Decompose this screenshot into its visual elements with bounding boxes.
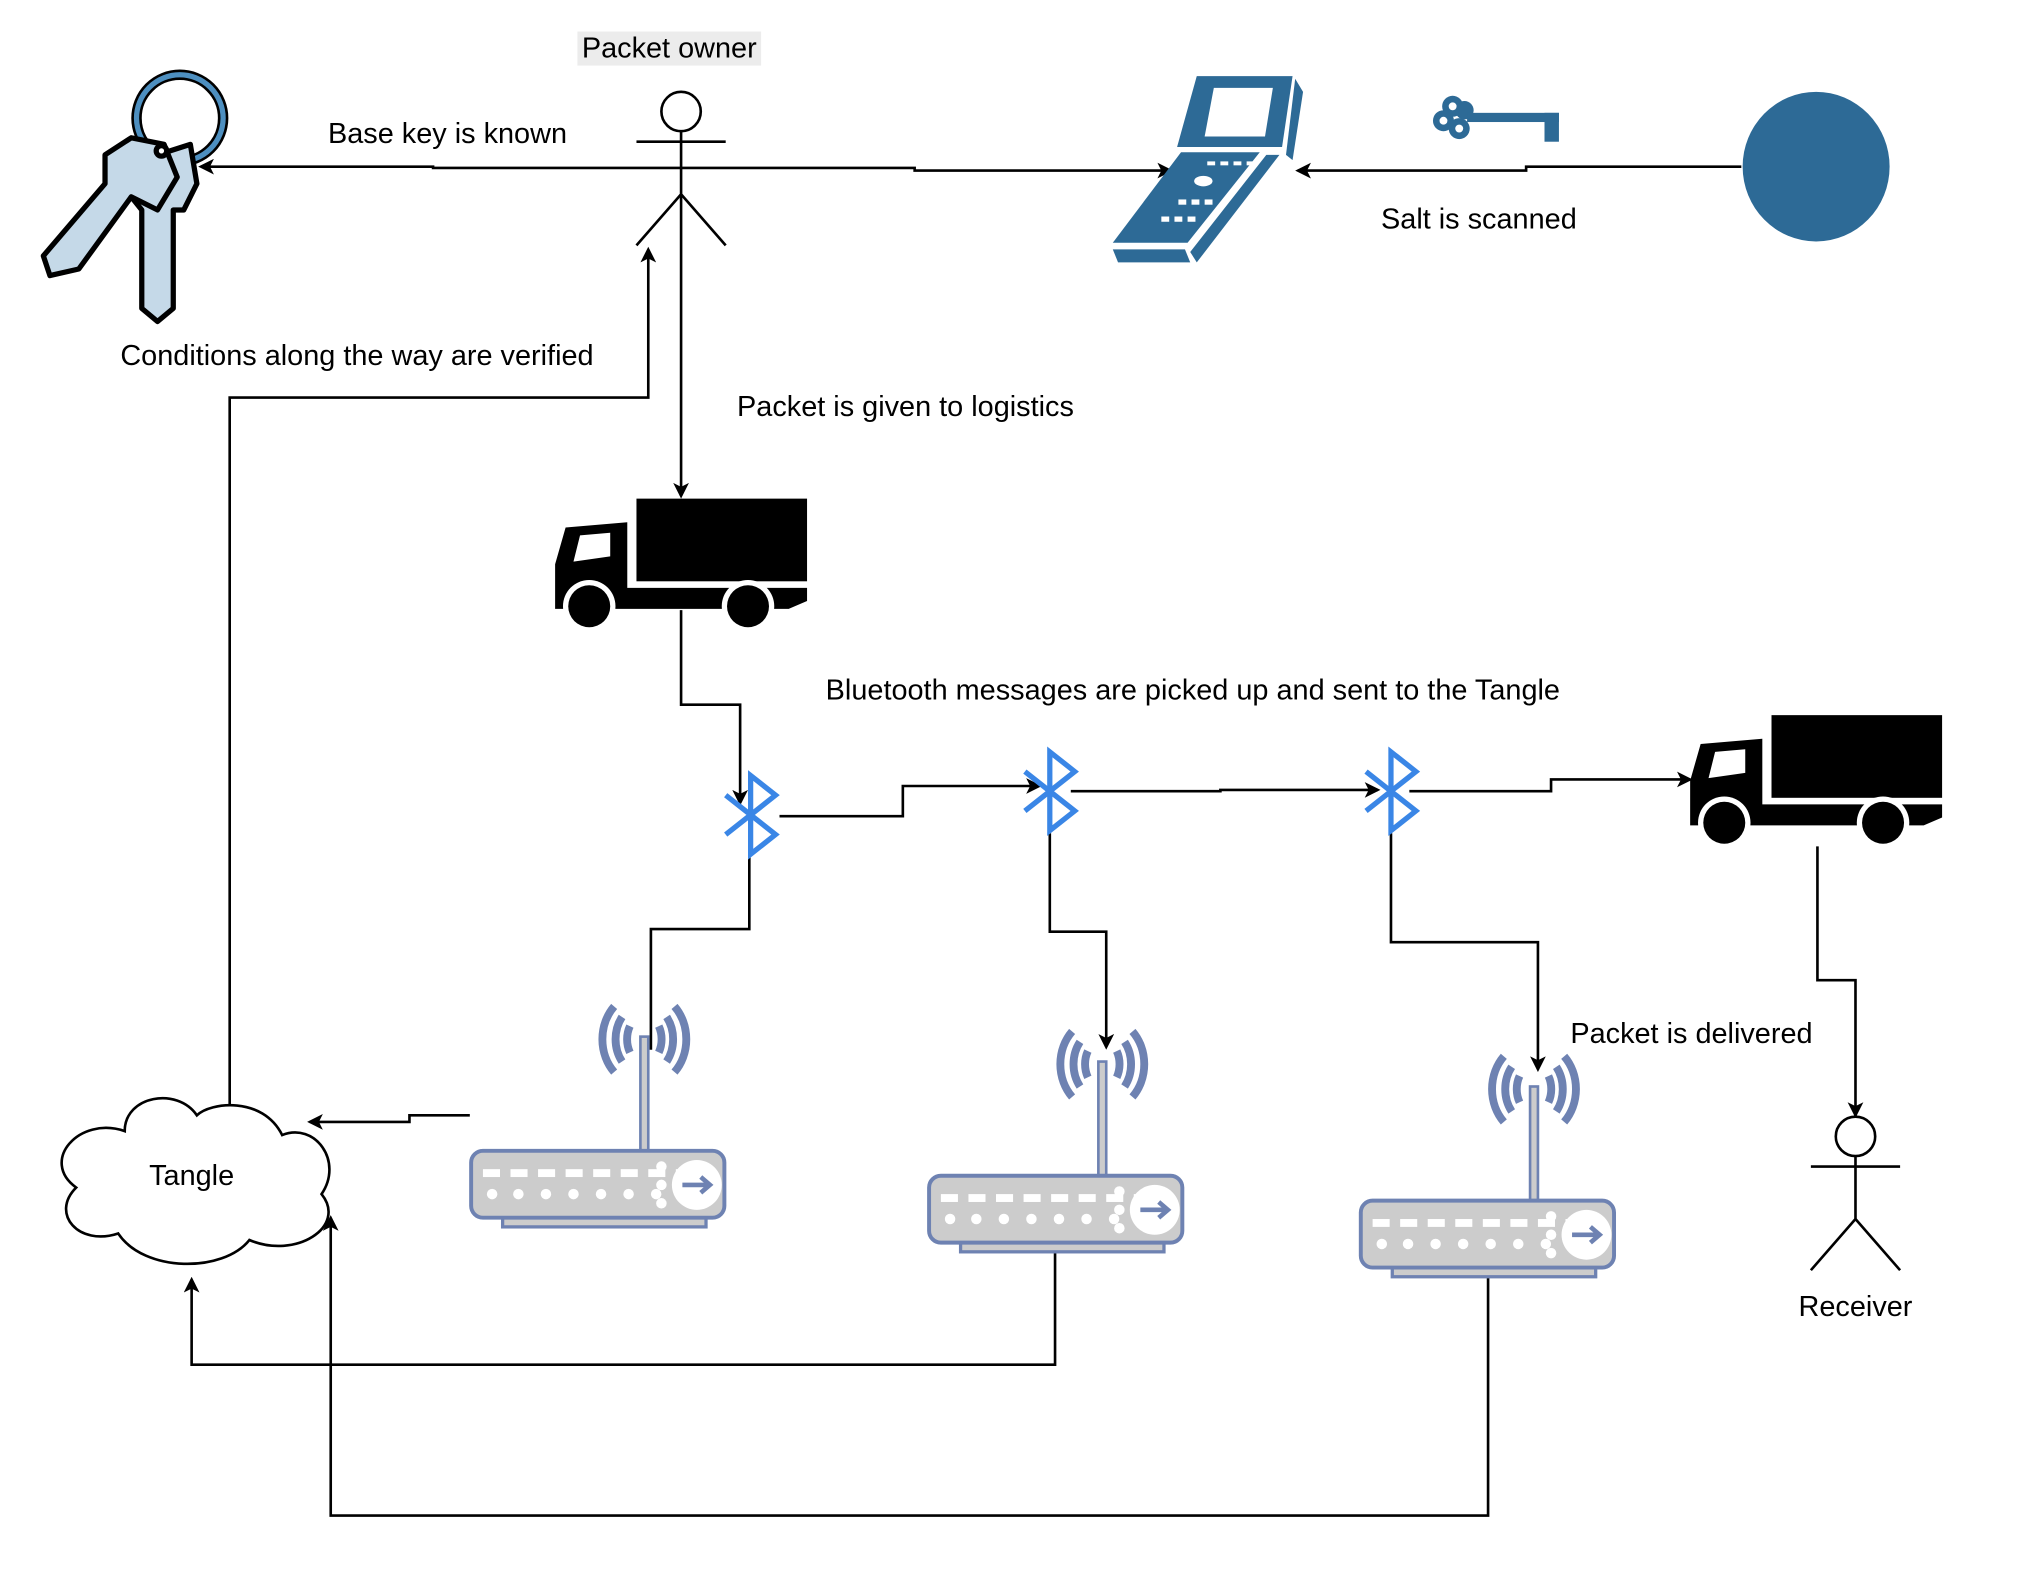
base-key-label: Base key is known — [328, 118, 567, 150]
connector-bt2-to-router2 — [1048, 833, 1115, 1050]
tangle-cloud-icon[interactable] — [60, 1096, 331, 1266]
receiver-person-icon[interactable] — [1809, 1115, 1902, 1272]
connector-bt3-to-truck2 — [1409, 771, 1693, 793]
bluetooth-icon-2[interactable] — [1025, 752, 1075, 831]
key-icon — [1432, 95, 1559, 142]
wireless-router-icon-3[interactable] — [1361, 1056, 1614, 1276]
truck-icon-delivery[interactable] — [1690, 715, 1943, 849]
salt-scanned-label: Salt is scanned — [1381, 203, 1577, 235]
connector-owner-to-keys — [198, 158, 682, 175]
connector-salt-to-scanner — [1295, 162, 1742, 179]
wireless-router-icon-1[interactable] — [471, 1006, 724, 1226]
packet-owner-label-bg — [577, 31, 762, 66]
connector-bt3-to-router3 — [1389, 833, 1546, 1073]
connector-bt1-to-router1 — [649, 855, 751, 1050]
connector-router3-to-tangle — [322, 1215, 1490, 1517]
packet-owner-label: Packet owner — [582, 33, 757, 65]
connector-owner-to-scanner — [681, 162, 1174, 179]
bluetooth-messages-label: Bluetooth messages are picked up and sen… — [826, 674, 1560, 706]
salt-circle[interactable] — [1742, 91, 1890, 242]
given-to-logistics-label: Packet is given to logistics — [737, 391, 1074, 423]
connector-router1-to-tangle — [307, 1114, 470, 1130]
keys-icon[interactable] — [40, 69, 229, 325]
bluetooth-icon-1[interactable] — [726, 776, 776, 855]
connector-tangle-to-owner — [228, 246, 657, 1109]
receiver-label: Receiver — [1799, 1291, 1913, 1323]
conditions-verified-label: Conditions along the way are verified — [120, 340, 593, 372]
connector-bt1-to-bt2 — [779, 778, 1042, 818]
connector-bt2-to-bt3 — [1070, 782, 1381, 798]
handheld-scanner-icon[interactable] — [1112, 76, 1304, 263]
connector-router2-to-tangle — [183, 1250, 1057, 1366]
wireless-router-icon-2[interactable] — [929, 1031, 1182, 1251]
packet-delivered-label: Packet is delivered — [1570, 1018, 1812, 1050]
tangle-label: Tangle — [149, 1160, 234, 1192]
connector-truck2-to-receiver — [1816, 846, 1864, 1118]
connector-truck-to-bt1 — [679, 610, 749, 806]
